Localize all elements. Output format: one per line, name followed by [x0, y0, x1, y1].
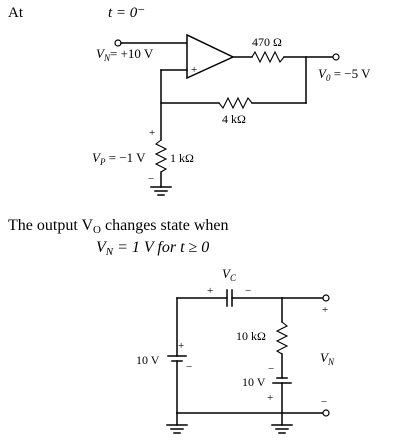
- at-label: At: [8, 5, 24, 21]
- output-bottom-terminal: [322, 409, 330, 417]
- ground-icon: [271, 424, 293, 434]
- vo-output-terminal: [332, 53, 340, 61]
- output-top-terminal: [322, 294, 330, 302]
- cap-minus: −: [245, 285, 251, 297]
- resistor-1k-label: 1 kΩ: [170, 151, 194, 165]
- out-minus: −: [321, 396, 327, 408]
- src-left-label: 10 V: [136, 353, 160, 367]
- src-right-plus: +: [267, 392, 273, 404]
- resistor-10k-label: 10 kΩ: [236, 329, 266, 343]
- vo-label: V0 = −5 V: [318, 66, 371, 83]
- src-left-minus: −: [186, 361, 192, 373]
- statement-line-1: The output VO changes state when: [8, 217, 229, 236]
- vn-output-label: VN: [320, 350, 335, 367]
- resistor-1k-symbol: [154, 139, 168, 173]
- src-right-minus: −: [268, 363, 274, 375]
- vn-label: VN= +10 V: [96, 46, 154, 63]
- out-plus: +: [322, 304, 328, 316]
- src-left-plus: +: [178, 340, 184, 352]
- ground-icon: [166, 424, 188, 434]
- resistor-470-symbol: [251, 50, 285, 64]
- src-right-label: 10 V: [242, 375, 266, 389]
- resistor-4k-label: 4 kΩ: [222, 112, 246, 126]
- resistor-10k-symbol: [275, 321, 289, 355]
- vp-label: VP = −1 V: [92, 150, 146, 167]
- op-amp-symbol: [186, 33, 235, 80]
- time-label: t = 0⁻: [108, 5, 145, 21]
- op-amp-plus-sign: +: [191, 64, 197, 76]
- resistor-4k-symbol: [218, 96, 253, 110]
- cap-plus: +: [207, 285, 213, 297]
- resistor-1k-plus: +: [149, 127, 155, 139]
- resistor-1k-minus: −: [148, 173, 154, 185]
- statement-line-2: VN = 1 V for t ≥ 0: [96, 239, 209, 258]
- vc-label: VC: [222, 266, 237, 283]
- ground-icon: [150, 186, 172, 196]
- resistor-470-label: 470 Ω: [252, 35, 282, 49]
